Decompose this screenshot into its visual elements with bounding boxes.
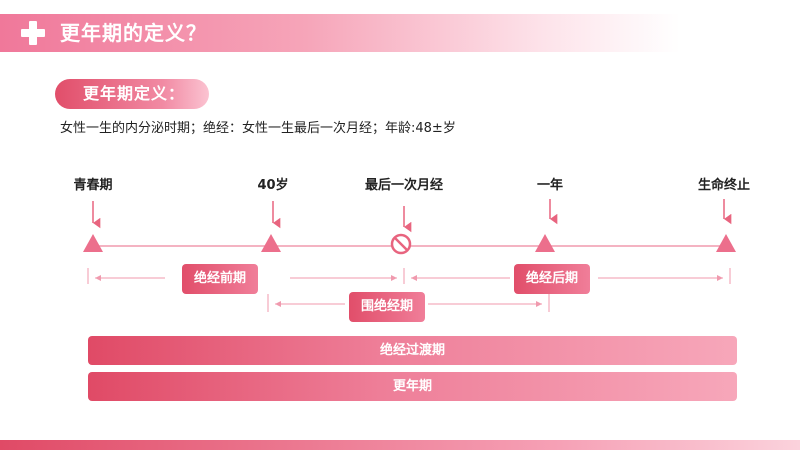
arrow-left-icon — [275, 301, 281, 307]
plus-icon — [21, 21, 45, 45]
definition-label: 更年期定义： — [55, 79, 209, 109]
arrow-left-icon — [95, 275, 101, 281]
triangle-icon — [83, 234, 103, 252]
arrow-right-icon — [536, 301, 542, 307]
bar-climacteric: 更年期 — [88, 372, 737, 401]
prohibited-icon — [390, 233, 412, 255]
phase-label-postmenopause: 绝经后期 — [514, 264, 590, 294]
node-label-age-40: 40岁 — [257, 178, 289, 193]
node-label-last-menstruation: 最后一次月经 — [364, 178, 443, 193]
arrow-right-icon — [717, 275, 723, 281]
triangle-icon — [535, 234, 555, 252]
phase-label-perimenopause: 围绝经期 — [349, 292, 425, 322]
arrow-right-icon — [391, 275, 397, 281]
page-title: 更年期的定义？ — [60, 21, 207, 45]
triangle-icon — [261, 234, 281, 252]
triangle-icon — [716, 234, 736, 252]
header-bar — [0, 14, 680, 52]
node-label-one-year: 一年 — [536, 178, 563, 193]
bar-menopausal-transition: 绝经过渡期 — [88, 336, 737, 365]
node-label-puberty: 青春期 — [73, 178, 113, 193]
footer-bar — [0, 440, 800, 450]
arrow-left-icon — [411, 275, 417, 281]
node-label-end-of-life: 生命终止 — [697, 178, 750, 193]
phase-label-premenopause: 绝经前期 — [182, 264, 258, 294]
definition-text: 女性一生的内分泌时期；绝经：女性一生最后一次月经；年龄:48±岁 — [60, 121, 456, 136]
